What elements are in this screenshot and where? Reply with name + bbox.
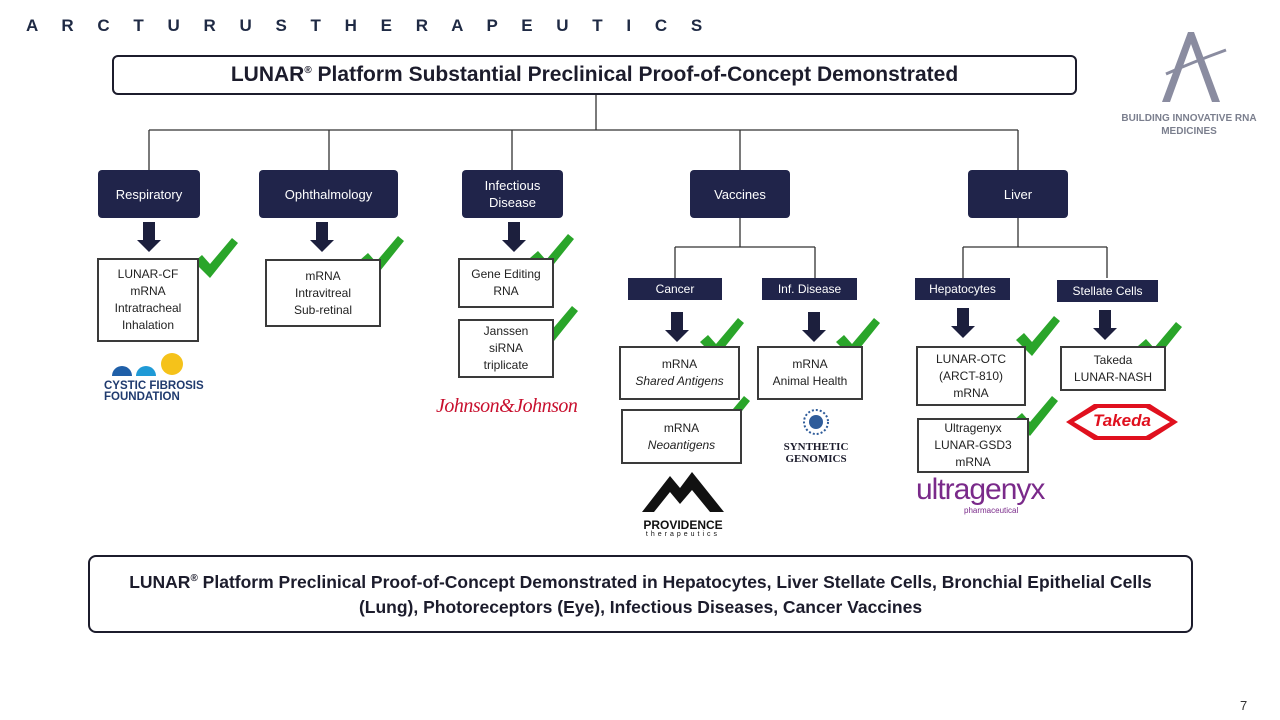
takeda-logo: Takeda	[1064, 402, 1180, 442]
synthetic-genomics-icon	[803, 409, 829, 435]
page-number: 7	[1240, 698, 1248, 713]
down-arrow-icon	[1093, 310, 1117, 340]
company-name: A R C T U R U S T H E R A P E U T I C S	[26, 16, 712, 35]
title-lunar: LUNAR	[230, 63, 305, 86]
summary-box: LUNAR® Platform Preclinical Proof-of-Con…	[88, 555, 1193, 633]
company-tagline: BUILDING INNOVATIVE RNA MEDICINES	[1121, 113, 1257, 137]
result-line: Intratracheal	[114, 301, 182, 315]
johnson-johnson-logo: Johnson&Johnson	[436, 395, 578, 417]
providence-logo: PROVIDENCE therapeutics	[638, 470, 728, 538]
ultragenyx-logo: ultragenyx pharmaceutical	[916, 473, 1045, 516]
down-arrow-icon	[502, 222, 526, 252]
result-janssen: Janssen siRNA triplicate	[458, 319, 554, 378]
takeda-text: Takeda	[1093, 411, 1151, 430]
result-line: mRNA	[953, 385, 989, 400]
result-line: mRNA	[130, 284, 166, 298]
providence-mountain-icon	[642, 472, 724, 512]
summary-lunar: LUNAR	[129, 572, 191, 592]
result-shared-antigens: mRNA Shared Antigens	[619, 346, 740, 400]
result-gene-editing: Gene Editing RNA	[458, 258, 554, 308]
ultragenyx-subtext: pharmaceutical	[964, 506, 1019, 515]
cff-line: FOUNDATION	[104, 391, 180, 403]
summary-line-2: (Lung), Photoreceptors (Eye), Infectious…	[358, 597, 923, 617]
result-animal-health: mRNA Animal Health	[757, 346, 863, 400]
subcategory-inf-disease: Inf. Disease	[762, 278, 857, 300]
ultragenyx-text: ultragenyx	[916, 473, 1045, 506]
down-arrow-icon	[951, 308, 975, 338]
result-line: RNA	[493, 284, 519, 298]
result-line: Gene Editing	[471, 267, 541, 281]
page-title: LUNAR® Platform Substantial Preclinical …	[112, 55, 1077, 95]
check-icon	[194, 238, 238, 278]
result-line: siRNA	[488, 341, 523, 355]
down-arrow-icon	[137, 222, 161, 252]
summary-line-1: LUNAR® Platform Preclinical Proof-of-Con…	[90, 570, 1191, 595]
result-line: (ARCT-810)	[938, 368, 1003, 383]
result-line: mRNA	[661, 357, 698, 371]
result-line: LUNAR-GSD3	[934, 438, 1012, 452]
down-arrow-icon	[665, 312, 689, 342]
result-line: mRNA	[305, 268, 341, 283]
title-registered-mark: ®	[304, 65, 312, 76]
arcturus-logo-icon	[1162, 32, 1227, 102]
down-arrow-icon	[802, 312, 826, 342]
cff-circles-icon	[112, 353, 183, 376]
down-arrow-icon	[310, 222, 334, 252]
result-lunar-otc: LUNAR-OTC (ARCT-810) mRNA	[916, 346, 1026, 406]
summary-text-1: Platform Preclinical Proof-of-Concept De…	[197, 572, 1152, 592]
result-takeda-nash: Takeda LUNAR-NASH	[1060, 346, 1166, 391]
result-ultragenyx: Ultragenyx LUNAR-GSD3 mRNA	[917, 418, 1029, 473]
result-line: Takeda	[1093, 352, 1133, 367]
category-respiratory: Respiratory	[98, 170, 200, 218]
cystic-fibrosis-foundation-logo: CYSTIC FIBROSIS FOUNDATION	[104, 352, 204, 403]
result-line: LUNAR-NASH	[1073, 369, 1152, 384]
title-rest: Platform Substantial Preclinical Proof-o…	[311, 63, 959, 86]
subcategory-hepatocytes: Hepatocytes	[915, 278, 1010, 300]
result-line: triplicate	[483, 358, 529, 372]
result-line: Intravitreal	[294, 285, 352, 300]
subcategory-cancer: Cancer	[628, 278, 722, 300]
result-line: Janssen	[483, 324, 529, 338]
subcategory-stellate-cells: Stellate Cells	[1057, 280, 1158, 302]
result-neoantigens: mRNA Neoantigens	[621, 409, 742, 464]
category-ophthalmology: Ophthalmology	[259, 170, 398, 218]
takeda-shape-icon	[1066, 404, 1178, 440]
synthetic-genomics-logo: SYNTHETIC GENOMICS	[756, 408, 876, 465]
providence-subtext: therapeutics	[645, 531, 721, 538]
down-arrows	[137, 222, 1117, 342]
result-mrna-eye: mRNA Intravitreal Sub-retinal	[265, 259, 381, 327]
result-line: mRNA	[955, 455, 991, 469]
cff-line: CYSTIC FIBROSIS	[104, 380, 204, 392]
summary-registered-mark: ®	[190, 573, 198, 585]
result-line-italic: Neoantigens	[647, 437, 716, 452]
check-icon	[1016, 316, 1060, 356]
providence-text: PROVIDENCE	[643, 518, 723, 532]
result-line: mRNA	[663, 420, 700, 435]
category-infectious-disease: Infectious Disease	[462, 170, 563, 218]
result-line-italic: Shared Antigens	[635, 374, 724, 388]
result-line: Ultragenyx	[944, 421, 1002, 435]
result-line: Inhalation	[121, 318, 175, 332]
result-line: Sub-retinal	[293, 302, 353, 317]
synthetic-genomics-text: SYNTHETIC GENOMICS	[783, 441, 849, 465]
result-line: LUNAR-CF	[117, 267, 179, 281]
category-liver: Liver	[968, 170, 1068, 218]
result-line: mRNA	[792, 357, 828, 371]
result-lunar-cf: LUNAR-CF mRNA Intratracheal Inhalation	[97, 258, 199, 342]
result-line: Animal Health	[772, 374, 848, 388]
result-line: LUNAR-OTC	[935, 351, 1006, 366]
category-vaccines: Vaccines	[690, 170, 790, 218]
